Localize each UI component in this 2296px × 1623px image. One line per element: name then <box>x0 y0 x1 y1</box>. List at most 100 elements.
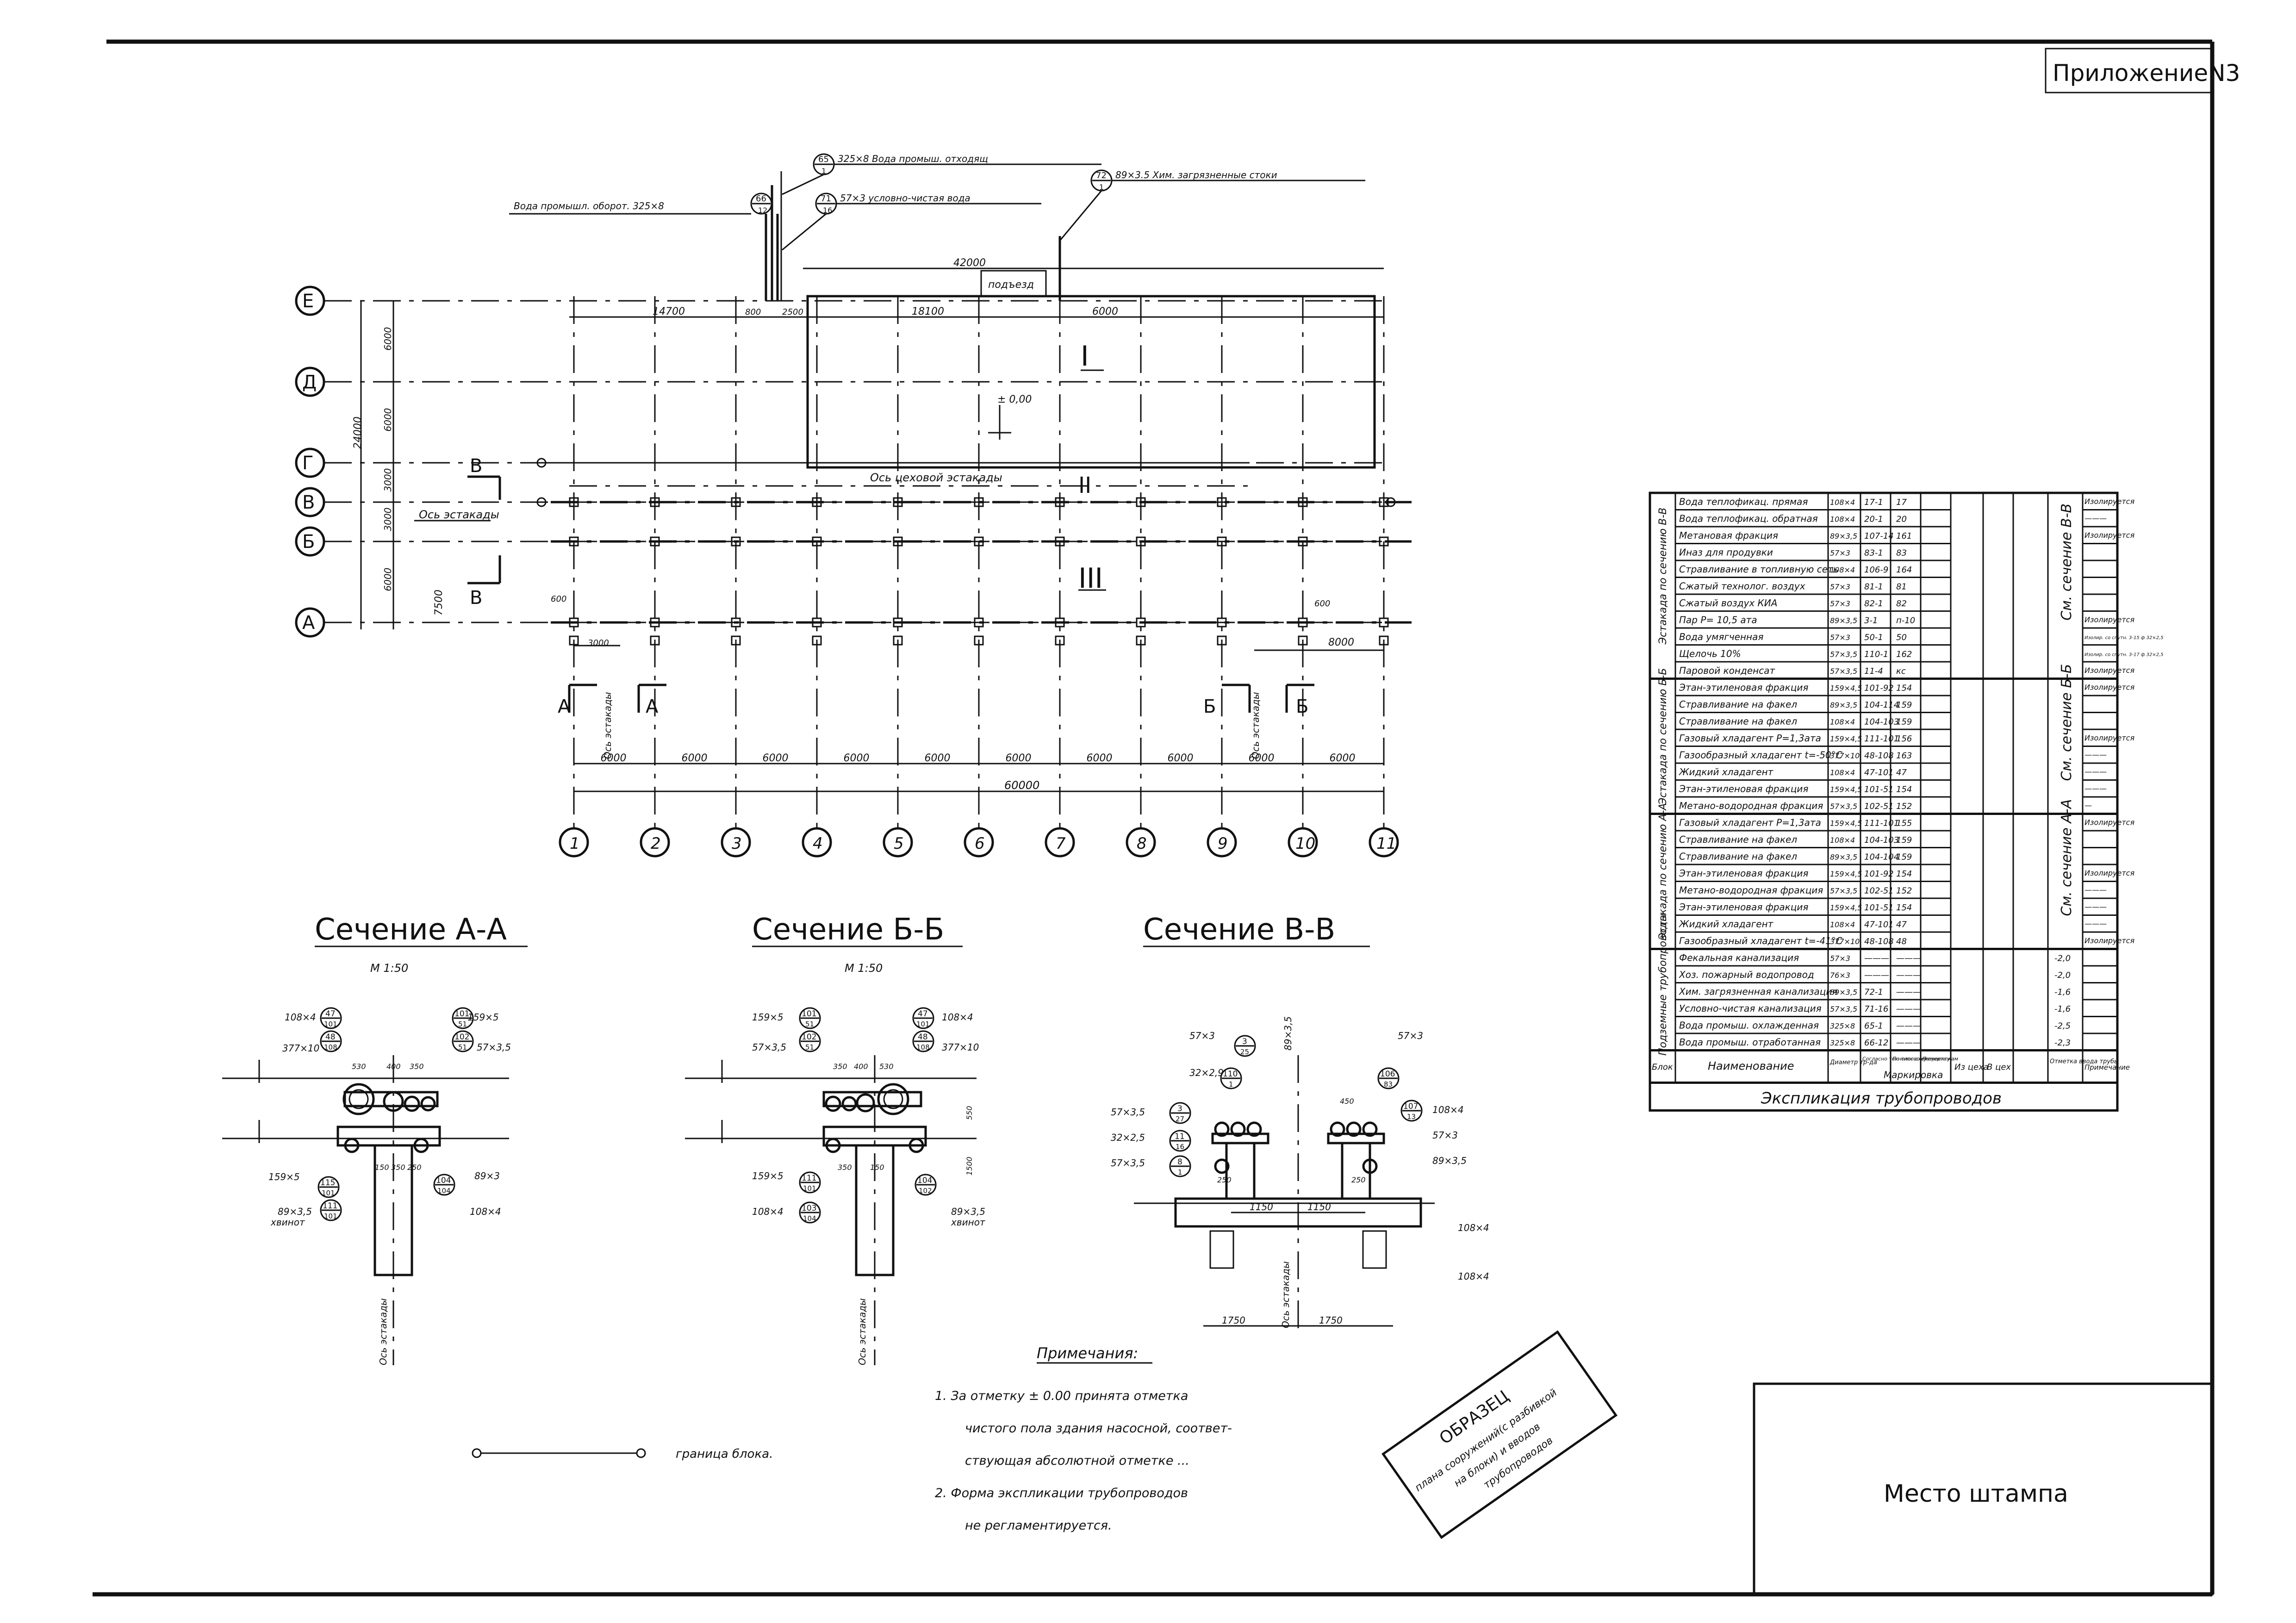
vv-label-9: 89×3,5 <box>1432 1155 1467 1166</box>
col-dim-8: 6000 <box>1249 752 1275 764</box>
cell-marking-project: ——— <box>1896 988 1921 997</box>
boundary-node <box>1386 497 1396 507</box>
entrance-label: подъезд <box>988 279 1034 291</box>
bb-dim-2: 530 <box>879 1062 894 1071</box>
row-axis-bubble-Е <box>295 286 325 316</box>
bubble-den: 51 <box>458 1043 467 1051</box>
section-aa-title: Сечение А-А <box>315 913 507 947</box>
bb-dim-4: 1500 <box>965 1157 974 1175</box>
dim-600-right: 600 <box>1314 599 1330 609</box>
appendix-box <box>2045 48 2213 93</box>
vv-dim-6: 450 <box>1340 1097 1354 1106</box>
cell-name: Вода теплофикац. обратная <box>1679 513 1818 524</box>
cell-marking-scheme: 101-92 <box>1864 869 1894 879</box>
bb-dim-3: 550 <box>965 1106 974 1120</box>
cell-marking-scheme: 110-1 <box>1864 650 1888 659</box>
callout-65-text: 325×8 Вода промыш. отходящ <box>838 153 988 164</box>
cell-marking-scheme: 65-1 <box>1864 1021 1883 1031</box>
bubble-num: 47 <box>325 1009 336 1019</box>
cell-marking-project: 162 <box>1896 650 1912 659</box>
cut-v-top-label: В <box>470 455 482 477</box>
column-node <box>569 635 579 646</box>
dim-2500: 2500 <box>782 307 803 317</box>
bubble-den: 27 <box>1176 1115 1184 1123</box>
dim-14700: 14700 <box>653 306 685 317</box>
col-axis-bubble-1 <box>559 827 589 858</box>
cell-marking-scheme: 111-101 <box>1864 819 1899 828</box>
cell-note: — <box>2084 801 2092 810</box>
header-block: Блок <box>1652 1063 1673 1072</box>
column-node <box>893 497 903 507</box>
row-axis-bubble-В <box>295 487 325 517</box>
callout-65: 65 1 325×8 Вода промыш. отходящ <box>813 153 1101 175</box>
dim-7500: 7500 <box>433 590 445 616</box>
appendix-label: ПриложениеN3 <box>2053 60 2240 87</box>
column-node <box>1298 635 1308 646</box>
vv-label-1: 32×2,9 <box>1189 1067 1224 1078</box>
cell-diameter: 57×3 <box>1830 583 1850 591</box>
callout-65-d: 1 <box>821 167 826 175</box>
cell-marking-project: 159 <box>1896 852 1912 862</box>
aa-label-l3: 89×3,5 <box>278 1206 312 1217</box>
cell-name: Стравливание на факел <box>1679 699 1797 710</box>
cell-marking-scheme: 17-1 <box>1864 497 1883 507</box>
row-axis-label-Д: Д <box>302 372 317 393</box>
cell-diameter: 108×4 <box>1830 920 1855 929</box>
cell-name: Сжатый технолог. воздух <box>1679 581 1805 592</box>
cell-marking-project: 159 <box>1896 700 1912 710</box>
column-node <box>569 617 579 628</box>
cell-elevation: -1,6 <box>2054 1004 2071 1014</box>
bubble-den: 104 <box>437 1187 451 1195</box>
bubble-den: 13 <box>1407 1113 1416 1121</box>
vv-dim-1: 1150 <box>1307 1201 1331 1213</box>
group-see-1: См. сечение Б-Б <box>2059 664 2075 781</box>
cell-diameter: 57×3,5 <box>1830 650 1857 659</box>
cell-note: Изолируется <box>2084 936 2134 945</box>
note-line-3: 2. Форма экспликации трубопроводов <box>935 1486 1188 1500</box>
callout-65-n: 65 <box>818 155 829 164</box>
col-axis-label-2: 2 <box>651 834 661 853</box>
dim-18100: 18100 <box>912 306 944 317</box>
vv-pipe-4 <box>1330 1121 1345 1137</box>
column-node <box>893 536 903 547</box>
col-axis-label-4: 4 <box>813 834 823 853</box>
column-node <box>1136 635 1146 646</box>
vv-label-11: 108×4 <box>1458 1271 1489 1282</box>
cell-diameter: 57×3,5 <box>1830 1005 1857 1014</box>
col-axis-bubble-10 <box>1288 827 1318 858</box>
row-axis-label-Г: Г <box>302 453 313 474</box>
aa-label-r3: 108×4 <box>470 1206 501 1217</box>
bubble-num: 47 <box>918 1009 928 1019</box>
cell-diameter: 89×3,5 <box>1830 701 1857 709</box>
cell-diameter: 76×3 <box>1830 971 1850 980</box>
vv-dim-0: 1150 <box>1250 1201 1273 1213</box>
cell-name: Пар P= 10,5 ата <box>1679 615 1757 626</box>
cell-name: Газообразный хладагент t=-41°С <box>1679 935 1842 946</box>
note-line-0: 1. За отметку ± 0.00 принята отметка <box>935 1389 1188 1403</box>
section-cut-b: Б Б <box>1203 684 1314 717</box>
vv-label-7: 108×4 <box>1432 1104 1464 1115</box>
bb-pipe-large <box>877 1083 909 1115</box>
bb-pipe-3 <box>841 1096 857 1112</box>
bubble-num: 8 <box>1177 1157 1182 1167</box>
cell-marking-scheme: 102-51 <box>1864 802 1894 811</box>
group-see-0: См. сечение В-В <box>2059 504 2075 621</box>
cell-marking-scheme: 106-9 <box>1864 565 1888 575</box>
aa-beam <box>336 1126 441 1147</box>
column-node <box>1055 617 1065 628</box>
col-axis-bubble-6 <box>964 827 994 858</box>
col-axis-label-6: 6 <box>975 834 985 853</box>
section-bb-title: Сечение Б-Б <box>752 913 944 947</box>
cell-name: Метано-водородная фракция <box>1679 885 1823 896</box>
vv-bubble-0: 325 <box>1234 1035 1256 1057</box>
callout-66-n: 66 <box>756 194 766 204</box>
cell-name: Паровой конденсат <box>1679 665 1775 676</box>
